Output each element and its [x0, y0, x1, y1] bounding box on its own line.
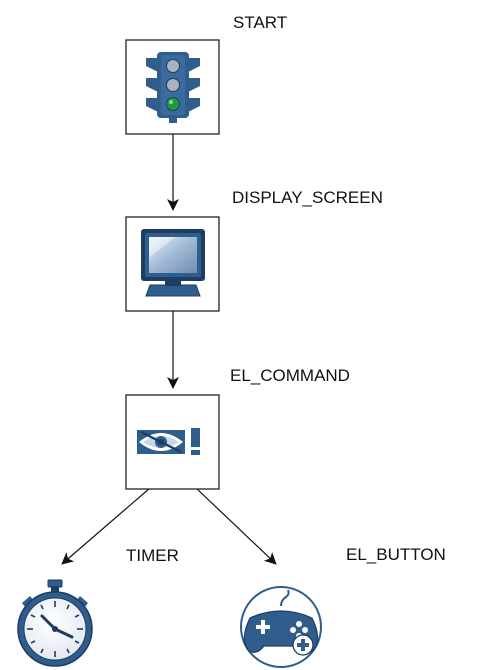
edge-command-to-button [195, 487, 277, 565]
monitor-icon [141, 229, 205, 297]
node-el-button-label: EL_BUTTON [346, 545, 446, 564]
node-el-command[interactable] [125, 394, 220, 490]
stopwatch-icon [17, 579, 93, 667]
node-timer[interactable] [17, 579, 93, 667]
eye-exclamation-icon [137, 428, 200, 455]
node-timer-label: TIMER [126, 546, 179, 565]
node-display-screen-label: DISPLAY_SCREEN [232, 188, 383, 207]
node-el-button[interactable] [240, 586, 322, 668]
node-start[interactable] [125, 39, 220, 135]
edge-command-to-timer [61, 487, 151, 565]
node-el-command-label: EL_COMMAND [230, 366, 350, 385]
gamepad-icon [240, 586, 322, 668]
node-display-screen[interactable] [125, 216, 220, 312]
edges [61, 134, 277, 565]
node-start-label: START [233, 13, 287, 32]
traffic-light-icon [146, 52, 200, 123]
